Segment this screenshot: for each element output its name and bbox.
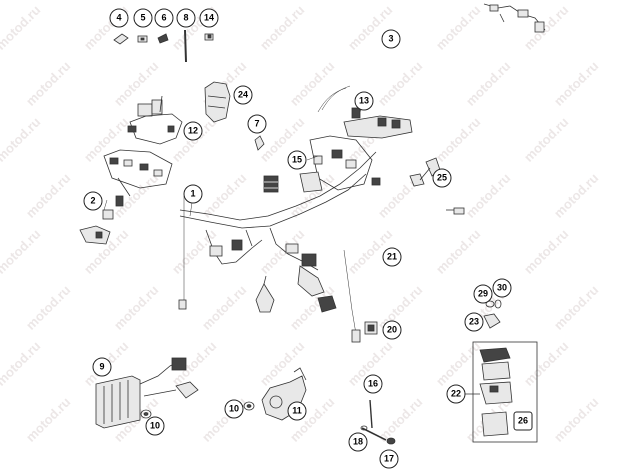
relay-block-12 <box>127 95 183 145</box>
callout-30[interactable]: 30 <box>492 278 512 298</box>
callout-17[interactable]: 17 <box>379 449 399 469</box>
callout-13[interactable]: 13 <box>354 91 374 111</box>
rectifier-9 <box>95 357 199 429</box>
washer-10 <box>140 401 255 419</box>
long-wire-3 <box>317 85 351 113</box>
connector-2 <box>79 195 124 245</box>
callout-25[interactable]: 25 <box>432 168 452 188</box>
callout-11[interactable]: 11 <box>287 401 307 421</box>
callout-12[interactable]: 12 <box>183 121 203 141</box>
callout-1[interactable]: 1 <box>183 184 203 204</box>
callout-4[interactable]: 4 <box>109 8 129 28</box>
callout-16[interactable]: 16 <box>363 374 383 394</box>
main-harness <box>178 151 377 310</box>
callout-15[interactable]: 15 <box>287 150 307 170</box>
part-20 <box>364 321 378 335</box>
callout-3[interactable]: 3 <box>381 29 401 49</box>
callout-5[interactable]: 5 <box>133 8 153 28</box>
callout-21[interactable]: 21 <box>382 247 402 267</box>
top-right-connector <box>483 3 546 33</box>
callout-10b[interactable]: 10 <box>224 399 244 419</box>
callout-20[interactable]: 20 <box>382 320 402 340</box>
callout-18[interactable]: 18 <box>348 432 368 452</box>
callout-24[interactable]: 24 <box>233 85 253 105</box>
callout-23[interactable]: 23 <box>464 312 484 332</box>
small-parts-row <box>113 29 214 63</box>
sensor-wire <box>343 207 465 343</box>
callout-22[interactable]: 22 <box>446 384 466 404</box>
small-parts-29-30-23 <box>483 299 502 329</box>
rubber-boot <box>255 275 337 313</box>
enclosure-22 <box>463 341 538 443</box>
callout-9[interactable]: 9 <box>92 357 112 377</box>
leader-lines <box>103 103 365 217</box>
callout-10a[interactable]: 10 <box>145 416 165 436</box>
callout-29[interactable]: 29 <box>473 284 493 304</box>
connector-cluster-left <box>103 149 173 197</box>
housing-24 <box>204 81 231 123</box>
bracket-7 <box>254 135 265 151</box>
sensor-16-18 <box>360 399 396 445</box>
callout-7[interactable]: 7 <box>247 114 267 134</box>
callout-8[interactable]: 8 <box>176 8 196 28</box>
fuse-box-13-15 <box>299 107 413 193</box>
callout-14[interactable]: 14 <box>199 8 219 28</box>
coil-component <box>263 175 279 193</box>
callout-26[interactable]: 26 <box>513 411 533 431</box>
callout-2[interactable]: 2 <box>83 191 103 211</box>
callout-6[interactable]: 6 <box>154 8 174 28</box>
